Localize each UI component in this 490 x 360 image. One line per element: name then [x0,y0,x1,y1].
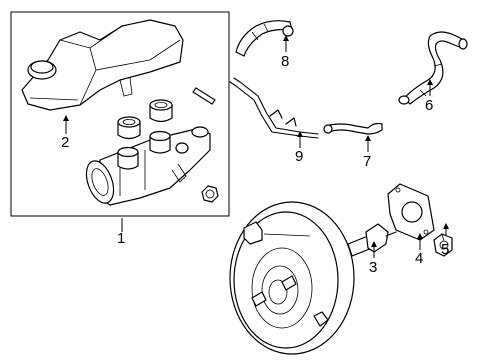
brake-booster [229,201,397,355]
callout-2: 2 [61,134,69,151]
reservoir-pin [192,87,216,105]
grommet [149,99,173,123]
callout-6: 6 [425,97,433,114]
callout-3: 3 [369,259,377,276]
callout-8: 8 [281,53,289,70]
vacuum-hose-8 [235,20,294,57]
callout-9: 9 [295,148,303,165]
master-cylinder [85,126,211,206]
hose-6 [398,31,468,105]
callout-1: 1 [117,230,125,247]
booster-nut [433,233,453,257]
master-cylinder-group-box [10,11,230,217]
vacuum-line-9 [229,77,319,139]
hose-7 [323,122,383,135]
reservoir-tank [21,19,184,111]
master-cylinder-nut [201,185,219,203]
booster-gasket [387,183,435,241]
callout-4: 4 [415,250,423,267]
grommet [117,116,141,140]
callout-5: 5 [441,241,449,258]
callout-7: 7 [363,153,371,170]
